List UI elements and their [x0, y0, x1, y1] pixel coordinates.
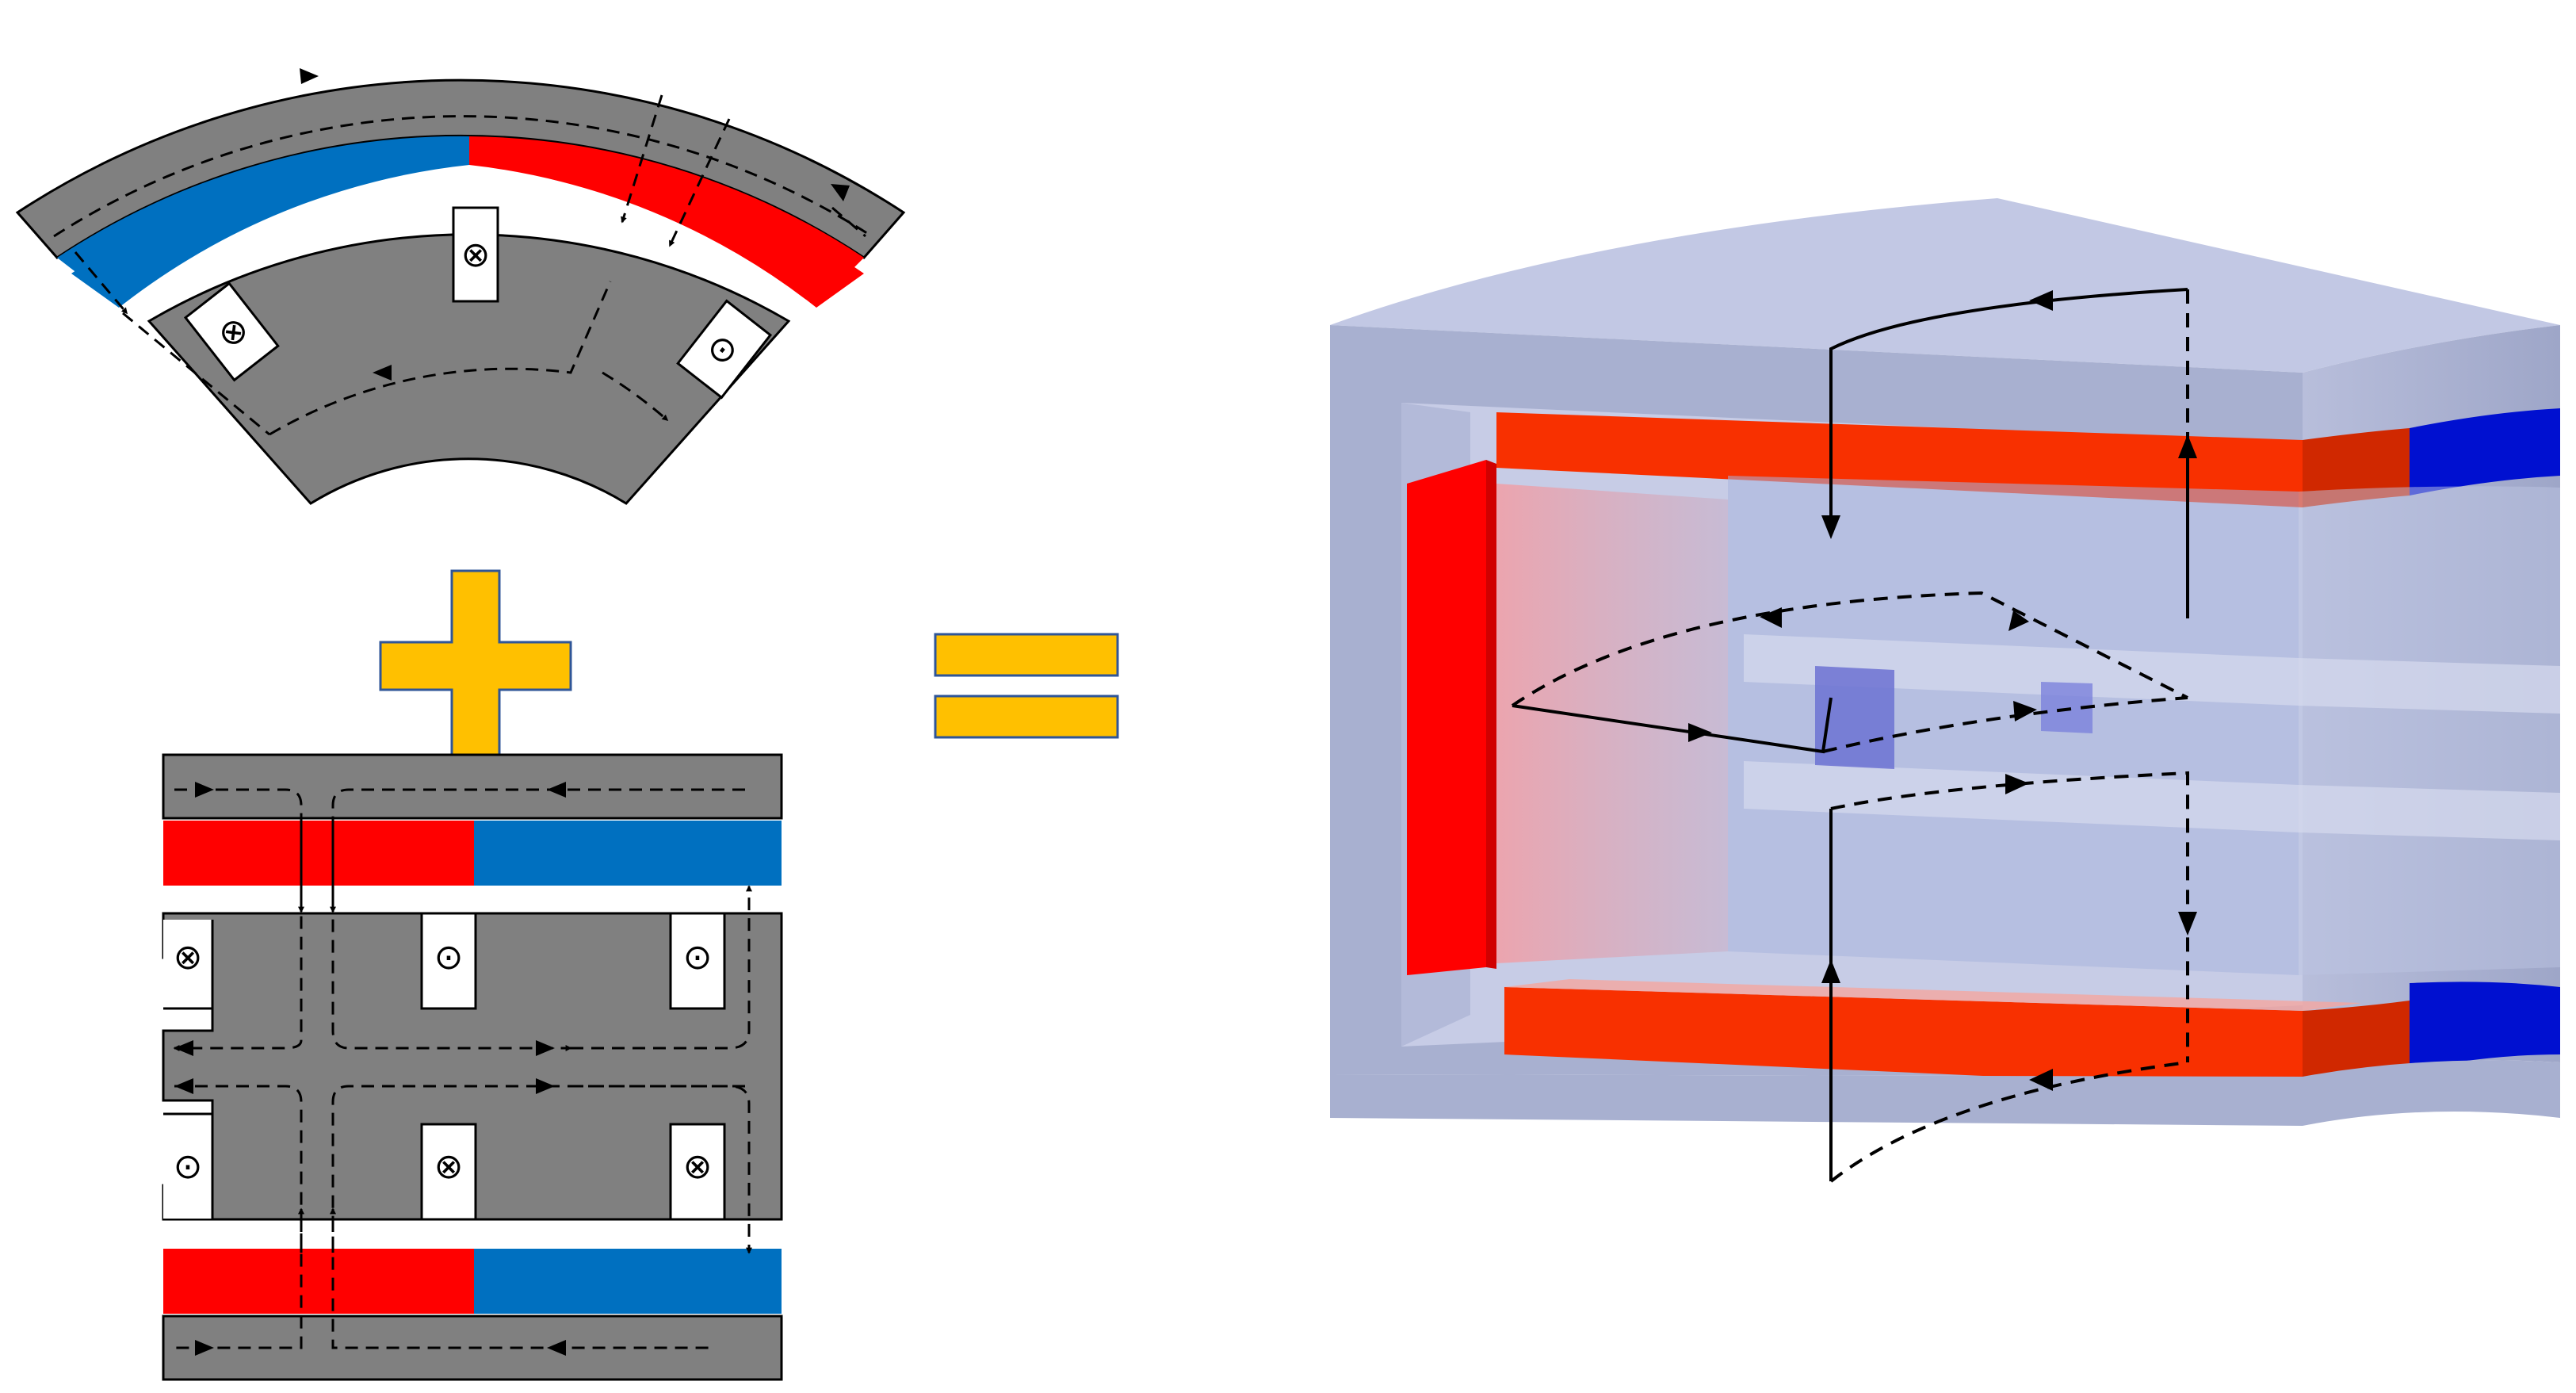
hybrid-flux-arrows	[1688, 290, 2197, 1091]
arc-topology-panel: ⊗ ⊗ ⊙	[15, 68, 906, 505]
arc-slot-center: ⊗	[452, 206, 499, 303]
hybrid-flux-paths	[1511, 288, 2189, 1183]
linear-slot-top-right: ⊙	[669, 912, 726, 1010]
top-magnet-3d	[1496, 412, 2303, 507]
current-in-symbol: ⊗	[683, 1146, 713, 1187]
outer-arc-core	[15, 78, 906, 259]
current-in-symbol: ⊗	[174, 937, 203, 978]
bottom-magnet-north	[163, 1249, 474, 1314]
arc-slot-left: ⊗	[183, 281, 280, 382]
linear-slot-top-left: ⊗	[174, 937, 203, 978]
linear-slot-bottom-left: ⊙	[174, 1146, 203, 1187]
current-out-symbol: ⊙	[174, 1146, 203, 1187]
housing-top-face	[1330, 198, 2560, 373]
bottom-magnet-3d	[1504, 987, 2303, 1090]
arc-flux-arrows	[300, 68, 850, 381]
inner-arc-core	[147, 233, 791, 505]
current-in-symbol: ⊗	[434, 1146, 464, 1187]
bottom-magnet-south	[474, 1249, 782, 1314]
top-back-iron	[162, 753, 783, 820]
linear-flux-arrows	[174, 782, 566, 1356]
current-out-symbol: ⊙	[434, 937, 464, 978]
linear-topology-panel: ⊗ ⊙ ⊙ ⊙ ⊗ ⊗	[162, 753, 783, 1381]
top-magnet-north	[163, 821, 474, 886]
current-out-symbol: ⊙	[683, 937, 713, 978]
linear-slot-bottom-right: ⊗	[669, 1123, 726, 1221]
hybrid-3d-panel	[1330, 198, 2560, 1183]
equals-operator	[934, 633, 1119, 739]
linear-slot-bottom-mid: ⊗	[420, 1123, 477, 1221]
linear-flux-paths	[173, 788, 752, 1349]
left-magnet-3d	[1407, 460, 1486, 975]
top-magnet-south	[474, 821, 782, 886]
plus-operator	[379, 569, 572, 763]
inner-core-translucent	[1496, 484, 1728, 963]
current-in-symbol: ⊗	[461, 235, 491, 275]
arc-slot-right: ⊙	[676, 299, 773, 400]
arc-flux-paths	[53, 94, 873, 436]
linear-slot-top-mid: ⊙	[420, 912, 477, 1010]
